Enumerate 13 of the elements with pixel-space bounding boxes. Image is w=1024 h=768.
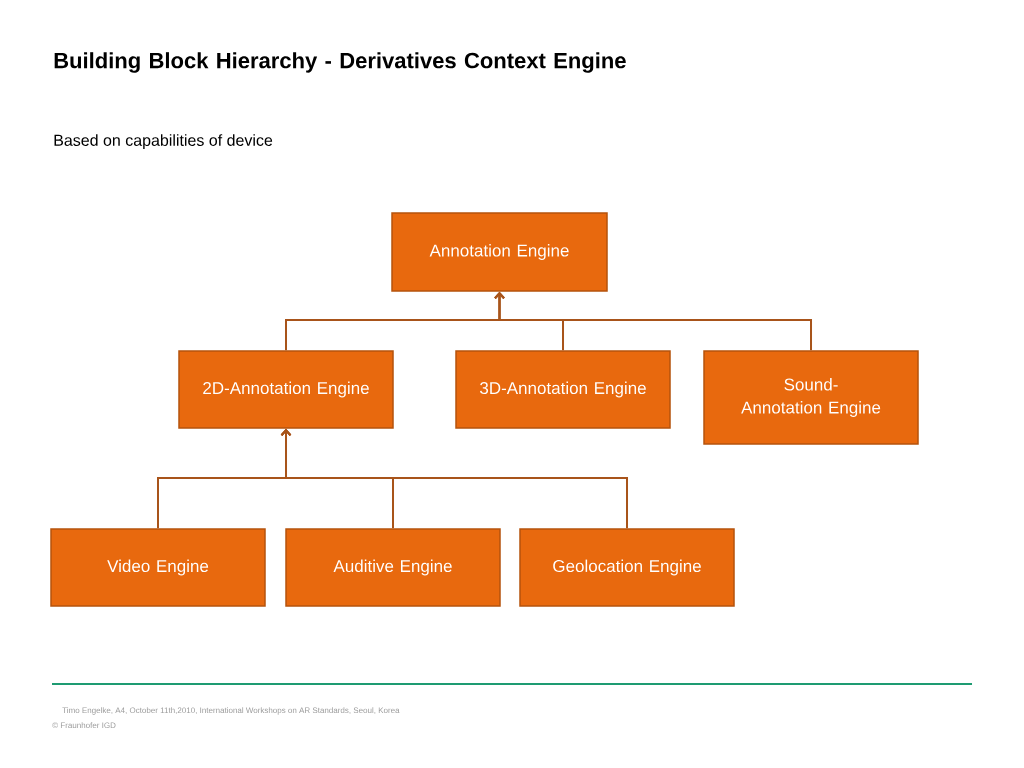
engine-box: Annotation Engine — [391, 212, 608, 292]
engine-box: 3D-Annotation Engine — [455, 350, 671, 429]
connector-arrow — [494, 291, 812, 352]
engine-box: Video Engine — [50, 528, 266, 607]
engine-box: 2D-Annotation Engine — [178, 350, 394, 429]
copyright-text: © Fraunhofer IGD — [52, 722, 116, 729]
engine-box: Geolocation Engine — [519, 528, 735, 607]
footer-text: Timo Engelke, A4, October 11th,2010, International Workshops on AR Standards, Seoul, Korea — [62, 707, 400, 715]
title: Building Block Hierarchy - Derivatives Context Engine — [54, 52, 626, 73]
engine-box: Sound-Annotation Engine — [703, 350, 919, 445]
connector-arrow — [280, 428, 628, 530]
subtitle: Based on capabilities of device — [54, 134, 273, 150]
engine-box: Auditive Engine — [285, 528, 501, 607]
